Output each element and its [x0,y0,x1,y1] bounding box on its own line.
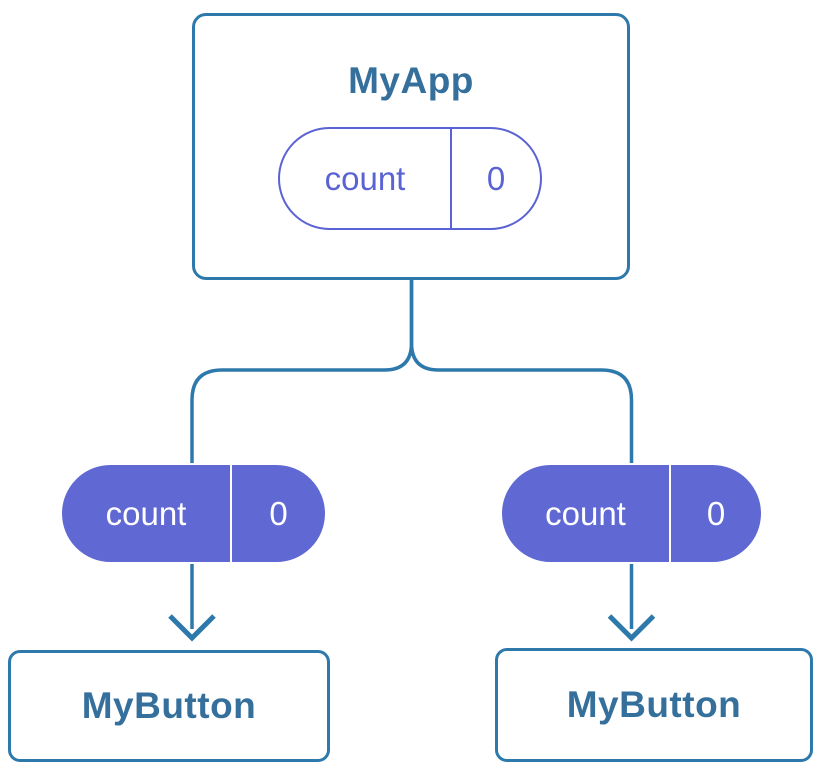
prop-pill-left: count 0 [60,463,327,564]
component-card-mybutton-left: MyButton [8,650,330,762]
prop-pill-right-value: 0 [669,465,761,562]
state-pill-label: count [324,159,406,197]
arrowhead-down-right-icon [607,614,656,642]
prop-pill-left-value: 0 [230,465,325,562]
component-title-mybutton-right: MyButton [566,684,742,725]
state-pill-count: count 0 [278,127,542,230]
prop-pill-right-label: count [545,494,626,532]
prop-pill-right: count 0 [500,463,763,564]
connector-branch-left [190,280,414,629]
connector-branch-right [409,280,634,629]
component-title-myapp: MyApp [348,60,474,101]
arrowhead-down-left-icon [168,614,216,642]
state-pill-value: 0 [450,129,540,228]
prop-pill-left-label: count [105,494,187,532]
component-title-mybutton-left: MyButton [81,685,257,726]
component-card-mybutton-right: MyButton [495,648,813,762]
